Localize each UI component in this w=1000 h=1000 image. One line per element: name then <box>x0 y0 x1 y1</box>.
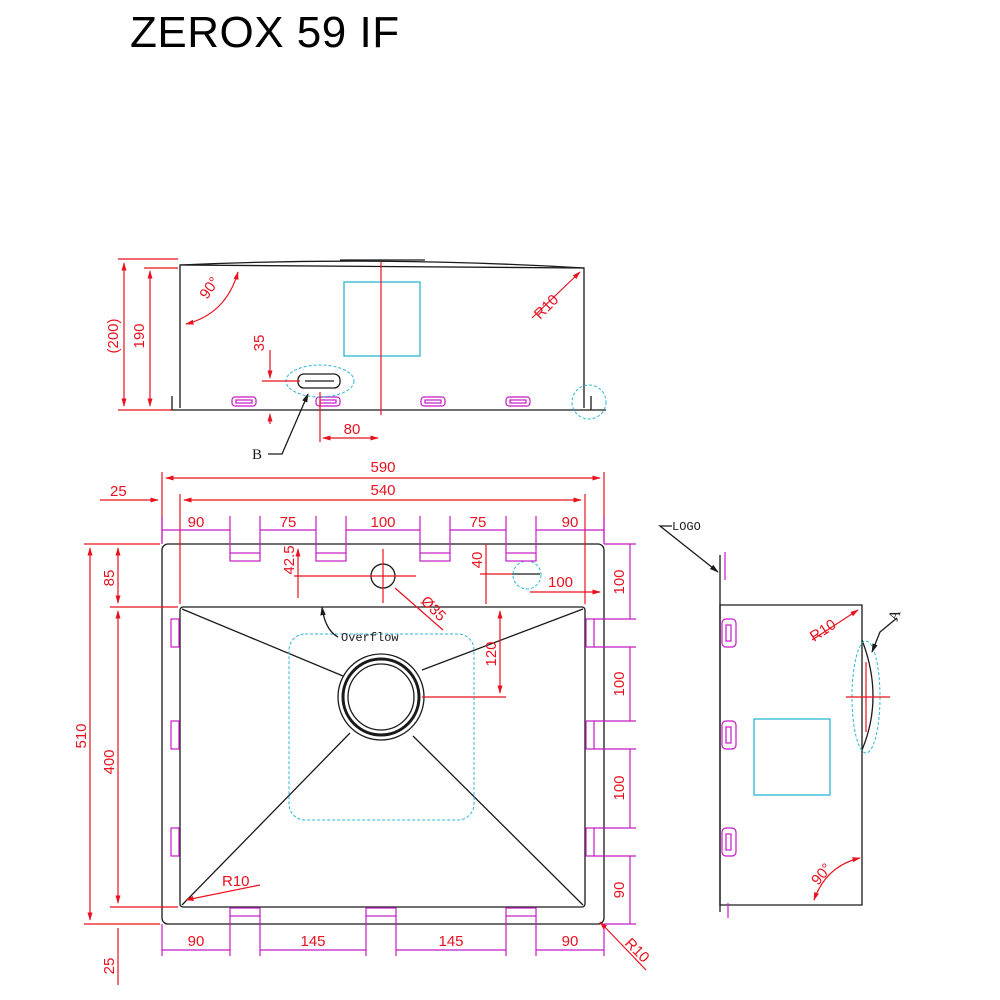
dim-overflow-height-label: 35 <box>251 335 268 352</box>
top-clip-extension-lines <box>161 516 605 553</box>
radius-label: R10 <box>531 291 562 322</box>
dim-clip-right-2: 100 <box>611 671 628 696</box>
front-view-outline <box>179 260 585 408</box>
detail-corner-circle <box>571 384 607 420</box>
callout-b-leader <box>268 393 309 455</box>
dim-clip-top-5: 90 <box>562 514 579 531</box>
dim-overall-depth-label: 510 <box>73 723 90 748</box>
dim-clip-top-3: 100 <box>370 514 395 531</box>
dim-clip-right-1: 100 <box>611 569 628 594</box>
dim-overflow-offset-label: 80 <box>344 421 361 438</box>
front-view-rim <box>179 259 585 269</box>
top-view-bowl-outline <box>179 606 586 908</box>
front-view: B (200) 190 35 80 90° R10 <box>105 258 607 463</box>
top-view-clips-top <box>229 552 537 562</box>
dim-tap-offset-label: 42.5 <box>281 545 298 574</box>
dim-overflow-v-label: 40 <box>469 552 486 569</box>
dim-clip-right-4: 90 <box>611 882 628 899</box>
overflow-detail-circle <box>512 560 542 590</box>
dim-rim-left-label: 25 <box>110 483 127 500</box>
logo-leader <box>658 525 719 573</box>
dim-clip-bottom-1: 90 <box>188 933 205 950</box>
dim-drain-offset-label: 120 <box>483 641 500 666</box>
dim-clip-top-4: 75 <box>470 514 487 531</box>
dim-outer-radius-label: R10 <box>621 935 652 966</box>
dim-clip-right-3: 100 <box>611 775 628 800</box>
callout-a-label: A <box>886 608 905 624</box>
top-view-clips-side <box>170 618 595 857</box>
angle-label: 90° <box>196 274 223 302</box>
top-view-outer-outline <box>161 543 605 925</box>
dim-inner-depth-label: 400 <box>101 749 118 774</box>
side-view-overflow <box>861 639 874 751</box>
side-view-drain-hidden <box>753 718 831 796</box>
callout-a-leader <box>871 617 898 653</box>
side-view-outline <box>719 604 863 906</box>
dim-clip-top-2: 75 <box>280 514 297 531</box>
dim-total-height-label: (200) <box>105 318 122 353</box>
side-radius-label: R10 <box>807 616 839 645</box>
dim-clip-bottom-4: 90 <box>562 933 579 950</box>
right-clip-extension-lines <box>594 543 636 925</box>
logo-label: LOGO <box>672 520 701 534</box>
dim-clip-bottom-2: 145 <box>300 933 325 950</box>
dim-rim-bottom-label: 25 <box>101 958 118 975</box>
side-view-clips <box>721 618 737 857</box>
side-angle-label: 90° <box>808 860 836 888</box>
front-view-drain-hidden <box>343 281 421 357</box>
dim-inner-width-label: 540 <box>370 482 395 499</box>
dim-inner-radius-label: R10 <box>222 873 250 890</box>
dim-clip-bottom-3: 145 <box>438 933 463 950</box>
drain-inner <box>347 663 415 731</box>
bottom-clip-extension-lines <box>161 916 605 956</box>
dim-tap-hole-label: Ø35 <box>417 593 449 625</box>
dim-rim-top-label: 85 <box>101 570 118 587</box>
angle-arc <box>185 271 239 325</box>
dim-bowl-height-label: 190 <box>131 323 148 348</box>
top-view-basket-hidden <box>288 633 475 821</box>
overflow-label: Overflow <box>341 631 399 645</box>
page-title: ZEROX 59 IF <box>130 8 400 57</box>
dim-clip-top-1: 90 <box>188 514 205 531</box>
top-view-clips-bottom <box>229 907 537 917</box>
callout-b-label: B <box>252 447 262 463</box>
drain-ring <box>341 657 421 737</box>
dim-overflow-h-label: 100 <box>548 574 573 591</box>
dim-overall-width-label: 590 <box>370 459 395 476</box>
top-view-drain-slopes <box>181 608 584 906</box>
top-view: Overflow 590 540 25 90 75 100 75 90 <box>73 459 653 985</box>
side-view: LOGO A R10 90° <box>658 520 905 918</box>
drain-outer <box>337 653 425 741</box>
side-angle-arc <box>813 857 861 901</box>
